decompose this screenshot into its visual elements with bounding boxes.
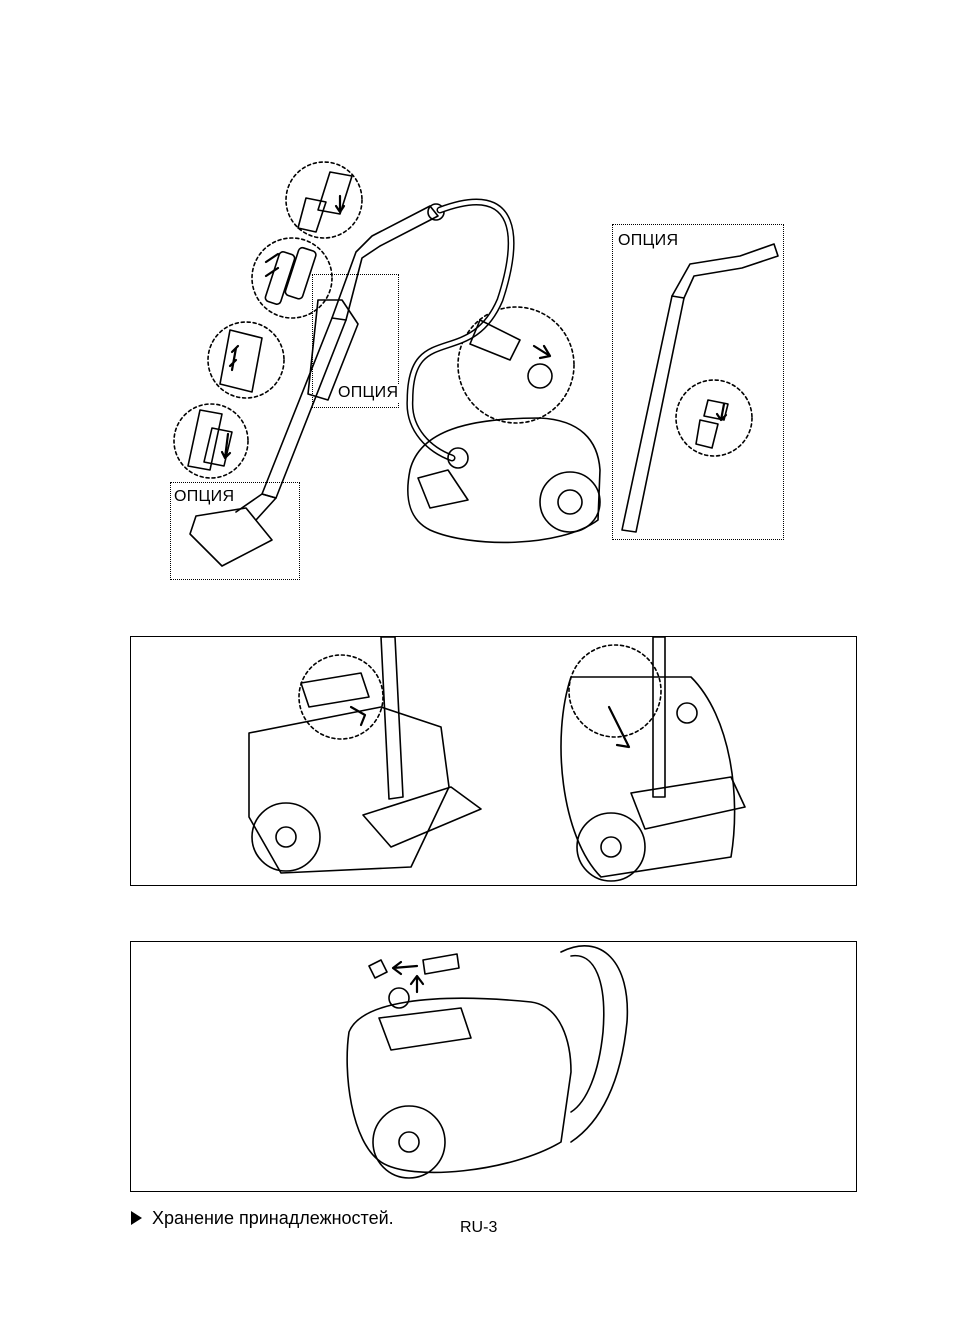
triangle-right-icon (131, 1211, 142, 1225)
storage-caption: Хранение принадлежностей. (131, 1207, 394, 1229)
caption-text: Хранение принадлежностей. (152, 1207, 394, 1229)
storage-illustration (131, 942, 858, 1193)
assembly-illustration (0, 0, 953, 600)
parking-illustration (131, 637, 858, 887)
storage-figure-frame (130, 941, 857, 1192)
parking-figure-frame (130, 636, 857, 886)
page-number: RU-3 (460, 1219, 497, 1237)
